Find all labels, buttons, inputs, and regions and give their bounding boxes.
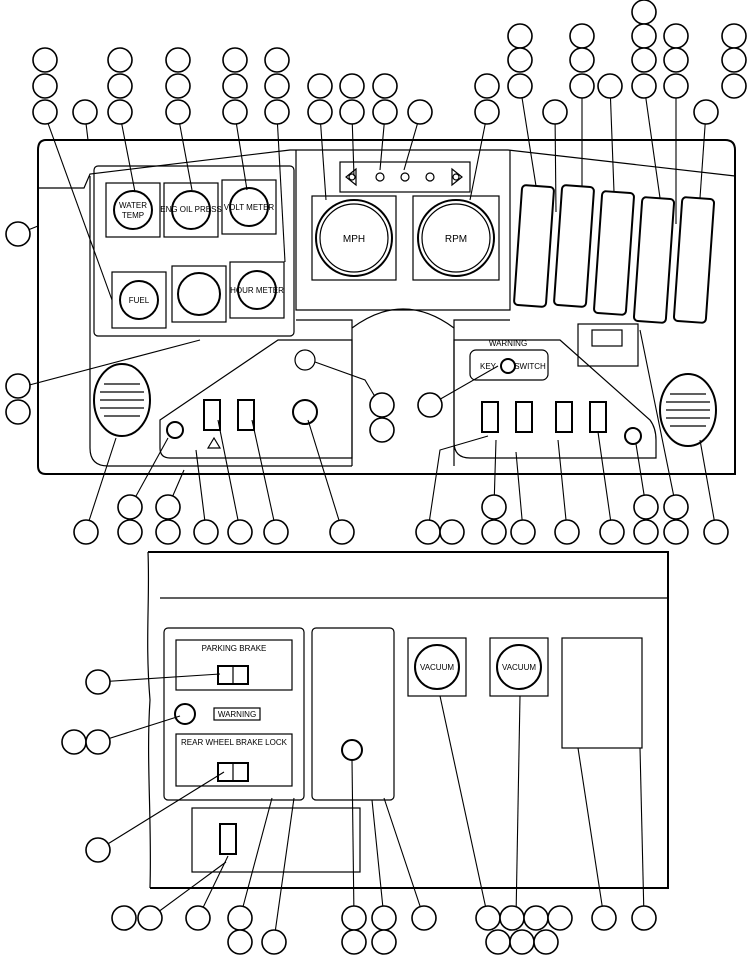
callout-bubbles [5,0,747,955]
rear-wheel-brake-lock-label: REAR WHEEL BRAKE LOCK [181,738,288,747]
vacuum-right-label: VACUUM [502,663,536,672]
spare-gauge [171,265,227,323]
hour-meter-gauge: HOUR METER [229,261,285,319]
lower-dashboard: PARKING BRAKE WARNING REAR WHEEL BRAKE L… [147,551,669,889]
water-temp-gauge: WATER TEMP [105,182,161,238]
tachometer-label: RPM [445,234,467,245]
parking-brake-label: PARKING BRAKE [202,644,267,653]
right-speaker-grille [659,373,717,447]
oil-pressure-label: ENG OIL PRESS [160,205,222,214]
right-switch-panel: WARNING KEY SWITCH [453,339,657,459]
water-temp-label: TEMP [122,211,144,220]
oil-pressure-gauge: ENG OIL PRESS [160,182,222,238]
indicator-strip [339,161,471,193]
volt-meter-gauge: VOLT METER [221,179,277,235]
warning-label: WARNING [489,339,527,348]
left-switch-panel [159,339,353,459]
left-speaker-grille [93,363,151,437]
vacuum-gauge-right: VACUUM [489,637,549,697]
volt-meter-label: VOLT METER [224,203,275,212]
key-label: KEY [480,362,497,371]
parking-brake-panel: PARKING BRAKE WARNING REAR WHEEL BRAKE L… [163,627,305,801]
leader-lines [17,84,717,941]
fuel-label: FUEL [129,296,150,305]
middle-control-panel [311,627,395,801]
vacuum-gauge-left: VACUUM [407,637,467,697]
small-switch-box [577,323,639,367]
indicator-lights-right [513,184,716,324]
speedometer-gauge: MPH [311,195,397,281]
vacuum-left-label: VACUUM [420,663,454,672]
fuel-gauge: FUEL [111,271,167,329]
water-temp-label-top: WATER [119,201,147,210]
blank-cover-plate [561,637,643,749]
switch-label: SWITCH [514,362,546,371]
tachometer-gauge: RPM [412,195,500,281]
lower-switch-box [191,807,361,873]
hour-meter-label: HOUR METER [230,286,284,295]
speedometer-label: MPH [343,234,365,245]
warning-tag-label: WARNING [218,710,256,719]
